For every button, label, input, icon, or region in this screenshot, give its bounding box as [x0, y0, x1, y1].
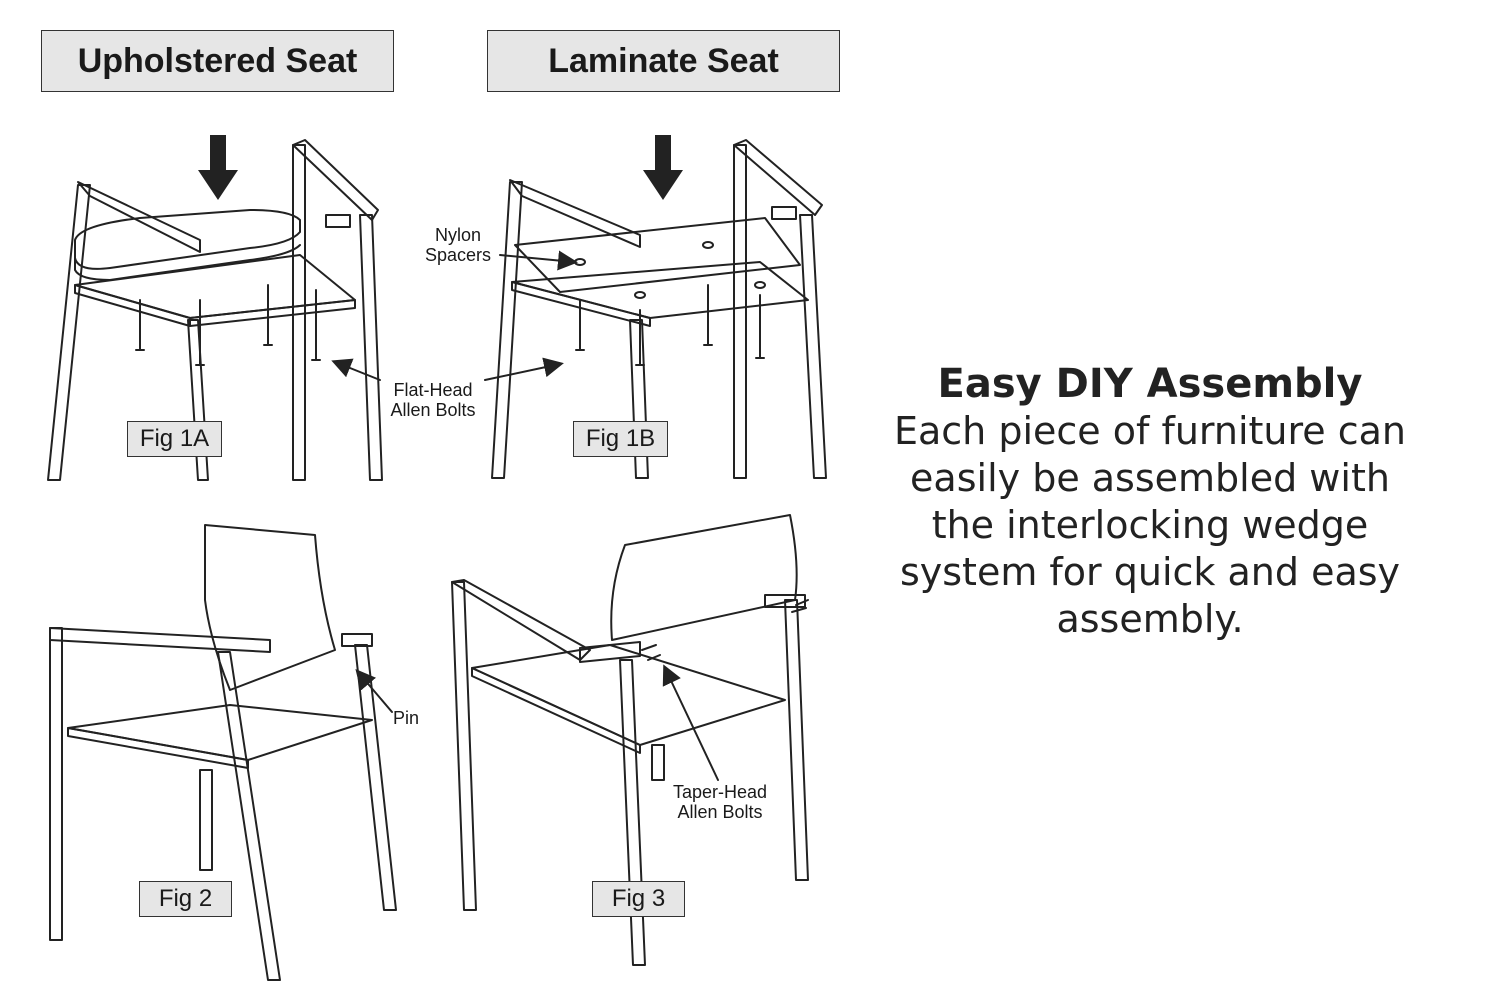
down-arrow-icon [643, 135, 683, 200]
taper-head-bolt-icons [641, 599, 809, 661]
fig3-chair-drawing [451, 514, 809, 966]
assembly-description: Easy DIY Assembly Each piece of furnitur… [860, 360, 1440, 643]
upholstered-seat-header: Upholstered Seat [41, 30, 394, 92]
description-title: Easy DIY Assembly [937, 361, 1363, 407]
flat-head-bolts-line2: Allen Bolts [390, 400, 476, 420]
down-arrow-icon [198, 135, 238, 200]
description-line: the interlocking wedge [931, 503, 1369, 547]
nylon-spacers-line2: Spacers [424, 245, 492, 265]
flat-head-bolts-callout: Flat-Head Allen Bolts [378, 380, 488, 420]
flat-head-bolt-icons [575, 284, 765, 366]
fig1a-chair-drawing [47, 135, 383, 481]
nylon-spacers-callout: Nylon Spacers [418, 225, 498, 265]
description-line: system for quick and easy [899, 550, 1401, 594]
flat-head-arrow-right [484, 357, 564, 381]
taper-head-bolts-line2: Allen Bolts [677, 802, 763, 822]
description-line: easily be assembled with [910, 456, 1390, 500]
description-line: Each piece of furniture can [893, 409, 1407, 453]
fig1b-chair-drawing [491, 135, 827, 479]
fig1b-label: Fig 1B [573, 421, 668, 457]
nylon-spacers-arrow [499, 250, 578, 271]
fig1a-label: Fig 1A [127, 421, 222, 457]
nylon-spacers-line1: Nylon [434, 225, 482, 245]
pin-arrow [355, 668, 393, 713]
fig3-label: Fig 3 [592, 881, 685, 917]
flat-head-bolts-line1: Flat-Head [393, 380, 473, 400]
description-line: assembly. [1056, 597, 1244, 641]
taper-head-bolts-callout: Taper-Head Allen Bolts [660, 782, 780, 822]
taper-head-arrow [662, 664, 719, 781]
pin-callout: Pin [392, 708, 419, 728]
flat-head-bolt-icons [135, 284, 321, 366]
description-body: Each piece of furniture can easily be as… [860, 408, 1440, 643]
flat-head-arrow-left [331, 358, 381, 381]
laminate-seat-header: Laminate Seat [487, 30, 840, 92]
fig2-label: Fig 2 [139, 881, 232, 917]
taper-head-bolts-line1: Taper-Head [672, 782, 768, 802]
fig2-chair-drawing [49, 524, 397, 981]
